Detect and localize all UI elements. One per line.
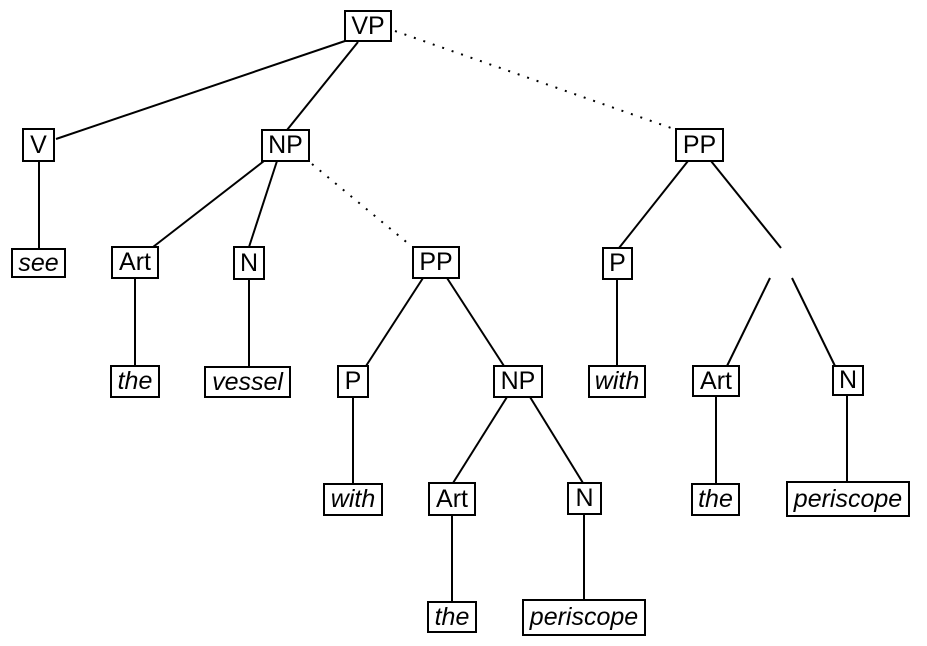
node-p-middle: P bbox=[337, 365, 369, 398]
edge-ppmid-p bbox=[365, 277, 424, 367]
leaf-the-object: the bbox=[110, 365, 160, 398]
node-art-middle: Art bbox=[428, 482, 476, 516]
node-n-middle: N bbox=[567, 482, 602, 515]
node-pp-middle: PP bbox=[412, 246, 460, 279]
node-pp-right: PP bbox=[675, 128, 724, 162]
edge-np-art bbox=[152, 160, 265, 248]
node-n-right: N bbox=[832, 365, 864, 396]
leaf-with-middle: with bbox=[323, 483, 383, 516]
edge-np-pp-dotted bbox=[311, 163, 411, 246]
edge-npmid-art bbox=[452, 396, 508, 484]
edge-ppright-np bbox=[710, 160, 782, 249]
leaf-the-right: the bbox=[691, 483, 740, 516]
node-np-middle: NP bbox=[493, 365, 543, 398]
node-art-object: Art bbox=[111, 246, 159, 279]
leaf-periscope-right: periscope bbox=[786, 481, 910, 517]
leaf-periscope-middle: periscope bbox=[522, 599, 646, 636]
leaf-vessel: vessel bbox=[204, 366, 291, 398]
edge-vp-pp-dotted bbox=[394, 30, 675, 130]
node-n-object: N bbox=[233, 246, 265, 280]
node-np-object: NP bbox=[261, 129, 310, 162]
leaf-the-middle: the bbox=[427, 601, 477, 633]
edge-npmid-n bbox=[529, 396, 584, 484]
edge-ppmid-np bbox=[446, 277, 505, 367]
edge-ppright-p bbox=[618, 160, 689, 249]
leaf-with-right: with bbox=[588, 365, 646, 398]
edge-vp-np bbox=[286, 41, 359, 131]
node-art-right: Art bbox=[692, 365, 740, 397]
node-v: V bbox=[22, 128, 55, 162]
edge-npright-art bbox=[726, 277, 771, 367]
leaf-see: see bbox=[11, 248, 66, 278]
node-p-right: P bbox=[602, 247, 633, 280]
edge-np-n bbox=[248, 160, 278, 248]
node-vp-root: VP bbox=[344, 10, 392, 42]
edge-vp-v bbox=[55, 40, 346, 140]
edge-npright-n bbox=[791, 277, 836, 367]
